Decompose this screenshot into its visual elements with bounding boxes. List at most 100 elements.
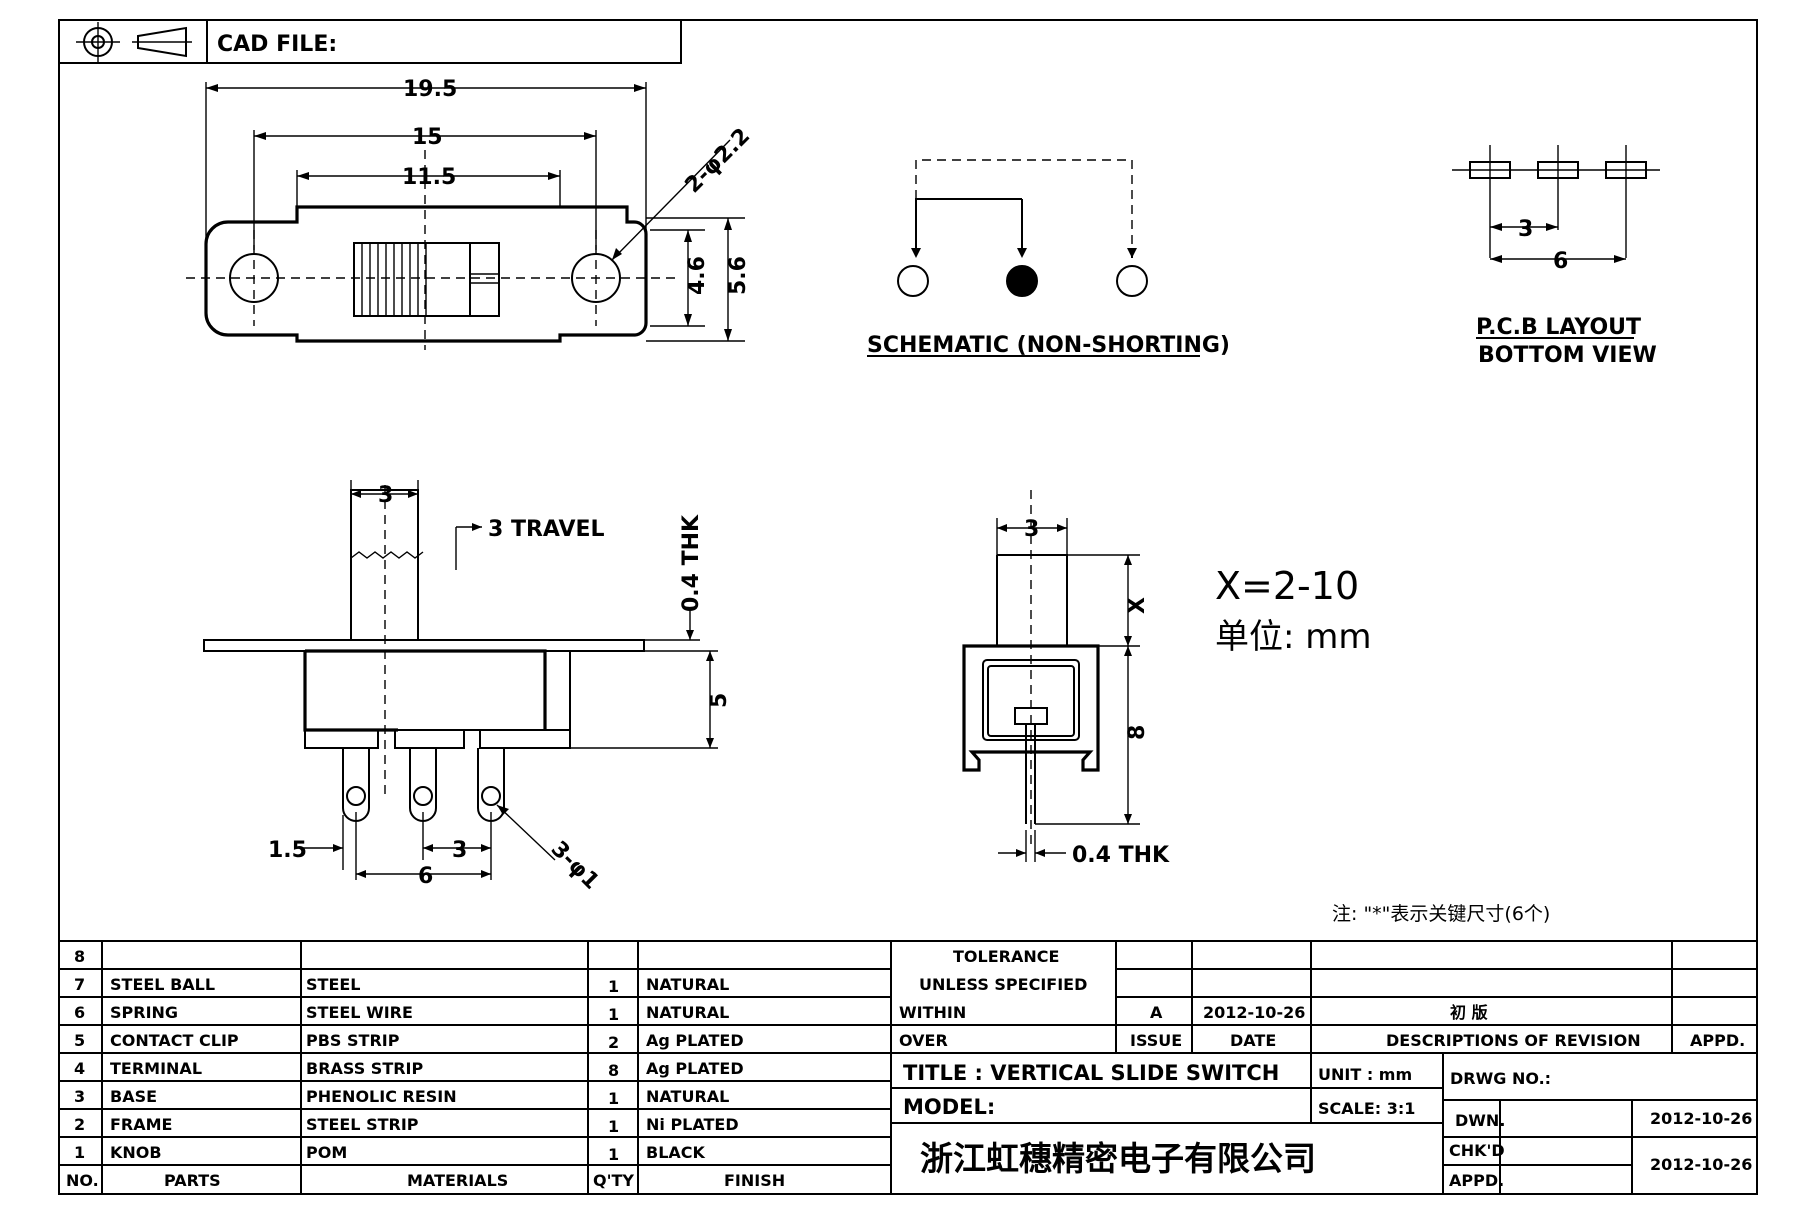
bom-row: 4 TERMINAL BRASS STRIP 8 Ag PLATED xyxy=(74,1059,744,1080)
bom-part: FRAME xyxy=(110,1115,172,1134)
pcb-caption-2: BOTTOM VIEW xyxy=(1478,343,1657,368)
bom-qty: 2 xyxy=(608,1033,619,1052)
bom-no: 3 xyxy=(74,1087,85,1106)
bom-no: 4 xyxy=(74,1059,85,1078)
unit-label: UNIT : mm xyxy=(1318,1065,1412,1084)
dim-overall: 19.5 xyxy=(403,77,457,102)
side-view: 3 3 TRAVEL 0.4 THK 5 1.5 3 6 3-φ1 xyxy=(203,480,732,895)
bom-finish: Ag PLATED xyxy=(646,1031,744,1050)
bom-finish: Ag PLATED xyxy=(646,1059,744,1078)
dim-mount: 15 xyxy=(412,125,443,150)
end-dim-knob: 3 xyxy=(1024,517,1039,542)
bom-material: PHENOLIC RESIN xyxy=(306,1087,457,1106)
bom-part: CONTACT CLIP xyxy=(110,1031,239,1050)
side-pins: 3-φ1 xyxy=(546,837,604,895)
bom-header-no: NO. xyxy=(66,1171,99,1190)
bom-part: KNOB xyxy=(110,1143,162,1162)
bom-no: 1 xyxy=(74,1143,85,1162)
bom-no: 7 xyxy=(74,975,85,994)
bom-row: 8 xyxy=(74,947,85,966)
revision-value: 初 版 xyxy=(1450,1003,1488,1022)
bom-material: POM xyxy=(306,1143,347,1162)
bom-qty: 1 xyxy=(608,1005,619,1024)
side-travel: 3 TRAVEL xyxy=(488,517,605,542)
bom-part: SPRING xyxy=(110,1003,178,1022)
side-dim-height: 5 xyxy=(707,693,732,708)
dwn-date: 2012-10-26 xyxy=(1650,1109,1752,1128)
dim-h2: 5.6 xyxy=(726,256,751,295)
bom-qty: 1 xyxy=(608,1117,619,1136)
date-label: DATE xyxy=(1230,1031,1276,1050)
cad-file-label: CAD FILE: xyxy=(217,32,337,57)
end-unit: 单位: mm xyxy=(1215,617,1372,657)
title-block: TOLERANCE UNLESS SPECIFIED WITHIN OVER A… xyxy=(890,940,1758,1195)
date-value: 2012-10-26 xyxy=(1203,1003,1305,1022)
pcb-caption-1: P.C.B LAYOUT xyxy=(1476,315,1641,340)
issue-value: A xyxy=(1150,1003,1163,1022)
bom-header-finish: FINISH xyxy=(724,1171,785,1190)
bom-finish: Ni PLATED xyxy=(646,1115,739,1134)
bom-part: BASE xyxy=(110,1087,157,1106)
end-dim-body: 8 xyxy=(1125,725,1150,740)
bom-finish: BLACK xyxy=(646,1143,706,1162)
bom-qty: 1 xyxy=(608,977,619,996)
dwn-label: DWN. xyxy=(1455,1111,1505,1130)
bom-header-row: NO. PARTS MATERIALS Q'TY FINISH xyxy=(66,1171,785,1190)
pcb-layout: 3 6 P.C.B LAYOUT BOTTOM VIEW xyxy=(1452,145,1660,368)
tolerance-label: TOLERANCE xyxy=(953,947,1059,966)
bom-material: PBS STRIP xyxy=(306,1031,400,1050)
end-thk: 0.4 THK xyxy=(1072,843,1170,868)
bom-row: 6 SPRING STEEL WIRE 1 NATURAL xyxy=(74,1003,729,1024)
bom-qty: 1 xyxy=(608,1089,619,1108)
dim-h1: 4.6 xyxy=(685,256,710,295)
side-dim-span: 6 xyxy=(418,864,433,889)
unless-specified-label: UNLESS SPECIFIED xyxy=(919,975,1087,994)
bom-header-material: MATERIALS xyxy=(407,1171,508,1190)
bom-part: STEEL BALL xyxy=(110,975,215,994)
end-dim-x: X xyxy=(1125,597,1150,614)
end-x-range: X=2-10 xyxy=(1215,564,1359,608)
side-dim-knob: 3 xyxy=(378,483,393,508)
over-label: OVER xyxy=(899,1031,948,1050)
side-dim-pitch: 3 xyxy=(452,838,467,863)
pcb-dim-pitch: 3 xyxy=(1518,217,1533,242)
issue-label: ISSUE xyxy=(1130,1031,1182,1050)
bom-row: 1 KNOB POM 1 BLACK xyxy=(74,1143,706,1164)
appd-label-2: APPD. xyxy=(1449,1171,1504,1190)
top-view: 19.5 15 11.5 2-φ2.2 4.6 5.6 xyxy=(186,77,755,350)
schematic-terminal-right xyxy=(1116,265,1148,297)
schematic-caption: SCHEMATIC (NON-SHORTING) xyxy=(867,333,1230,358)
dim-body: 11.5 xyxy=(402,165,456,190)
header-block: CAD FILE: xyxy=(58,19,682,64)
chkd-label: CHK'D xyxy=(1449,1141,1505,1160)
schematic: SCHEMATIC (NON-SHORTING) xyxy=(867,159,1230,358)
bom-row: 3 BASE PHENOLIC RESIN 1 NATURAL xyxy=(74,1087,729,1108)
scale-label: SCALE: 3:1 xyxy=(1318,1099,1415,1118)
model-label: MODEL: xyxy=(903,1095,995,1119)
bom-no: 5 xyxy=(74,1031,85,1050)
drwg-no-label: DRWG NO.: xyxy=(1450,1069,1551,1088)
side-dim-pin-left: 1.5 xyxy=(268,838,307,863)
bom-table: 8 7 STEEL BALL STEEL 1 NATURAL 6 SPRING … xyxy=(58,940,892,1195)
chk-date: 2012-10-26 xyxy=(1650,1155,1752,1174)
bom-finish: NATURAL xyxy=(646,1003,729,1022)
bom-no: 6 xyxy=(74,1003,85,1022)
bom-material: STEEL WIRE xyxy=(306,1003,413,1022)
bom-row: 2 FRAME STEEL STRIP 1 Ni PLATED xyxy=(74,1115,739,1136)
bom-header-part: PARTS xyxy=(164,1171,221,1190)
dim-holes: 2-φ2.2 xyxy=(681,124,756,199)
bom-no: 8 xyxy=(74,947,85,966)
key-dimension-note: 注: "*"表示关键尺寸(6个) xyxy=(1332,903,1550,925)
bom-qty: 8 xyxy=(608,1061,619,1080)
within-label: WITHIN xyxy=(899,1003,966,1022)
bom-finish: NATURAL xyxy=(646,1087,729,1106)
side-thk: 0.4 THK xyxy=(679,514,704,612)
schematic-terminal-common xyxy=(1006,265,1038,297)
bom-material: STEEL xyxy=(306,975,361,994)
bom-header-qty: Q'TY xyxy=(593,1171,634,1190)
appd-label: APPD. xyxy=(1690,1031,1745,1050)
bom-material: BRASS STRIP xyxy=(306,1059,424,1078)
pcb-dim-span: 6 xyxy=(1553,249,1568,274)
bom-row: 7 STEEL BALL STEEL 1 NATURAL xyxy=(74,975,729,996)
